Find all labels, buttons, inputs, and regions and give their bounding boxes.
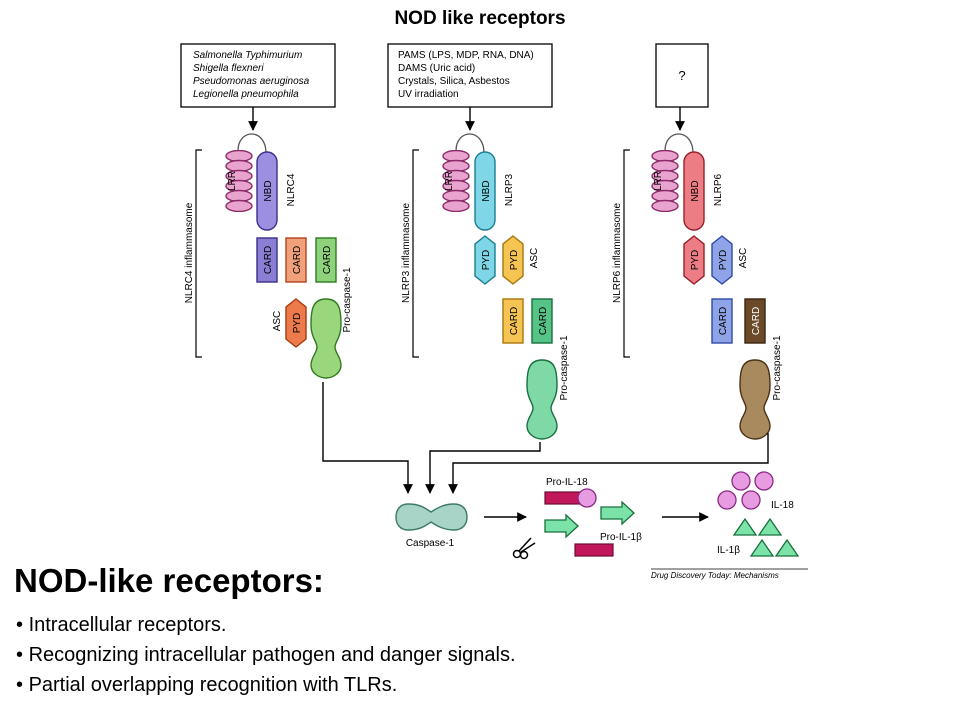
bullet-item: Recognizing intracellular pathogen and d… — [16, 640, 516, 670]
pro-caspase-card — [315, 237, 337, 283]
lrr-label: LRR — [227, 171, 238, 191]
nlrp6-inflammasome-label: NLRP6 inflammasome — [612, 203, 623, 303]
card-label: CARD — [292, 246, 303, 274]
asc-label: ASC — [738, 248, 749, 269]
asc-pyd — [711, 235, 733, 285]
nlrp3-stimuli-box — [387, 43, 553, 108]
card-label: CARD — [718, 307, 729, 335]
nlrc4-hinge — [237, 133, 267, 154]
nlrp6-pro-caspase-1 — [739, 359, 771, 440]
pro-il18-label: Pro-IL-18 — [546, 477, 588, 488]
pro-il1b-label: Pro-IL-1β — [600, 532, 642, 543]
nbd-label: NBD — [690, 180, 701, 201]
nbd-label: NBD — [263, 180, 274, 201]
caspase-processing: Caspase-1 Pro-IL-18 Pro-IL-1β IL-18 — [395, 471, 808, 580]
nlrp3-hinge — [455, 133, 485, 154]
pyd-label: PYD — [481, 250, 492, 271]
nlrc4-stimulus: Legionella pneumophila — [193, 89, 299, 100]
lrr-label: LRR — [653, 171, 664, 191]
nlrp3-pro-caspase-1 — [526, 359, 558, 440]
section-heading: NOD-like receptors: — [14, 562, 324, 599]
pro-il1b-mature-domain — [600, 500, 635, 526]
il18-label: IL-18 — [771, 500, 794, 511]
pro-il18-mature-domain — [577, 488, 597, 508]
nlrc4-inflammasome-label: NLRC4 inflammasome — [184, 202, 195, 303]
asc-label: ASC — [272, 311, 283, 332]
nlrp6-bracket — [623, 149, 630, 358]
asc-card — [285, 237, 307, 283]
card-label: CARD — [509, 307, 520, 335]
il18-molecules — [717, 471, 774, 510]
nlrc4-nbd — [256, 151, 278, 231]
nlrp6-label: NLRP6 — [713, 173, 724, 206]
nlrp6-activation-arrow — [448, 433, 769, 494]
unknown-stimulus: ? — [678, 68, 685, 83]
nlrp3-stimulus: DAMS (Uric acid) — [398, 63, 475, 74]
asc-card — [502, 298, 524, 344]
nlrc4-label: NLRC4 — [286, 173, 297, 206]
nlrp6-nbd — [683, 151, 705, 231]
nlrp3-label: NLRP3 — [504, 173, 515, 206]
nlrp3-stimulus: UV irradiation — [398, 89, 459, 100]
il1b-label: IL-1β — [717, 545, 740, 556]
pro-caspase-label: Pro-caspase-1 — [772, 335, 783, 400]
bullet-list: Intracellular receptors. Recognizing int… — [16, 610, 516, 700]
card-label: CARD — [263, 246, 274, 274]
nlrp3-inflammasome-label: NLRP3 inflammasome — [401, 203, 412, 303]
asc-label: ASC — [529, 248, 540, 269]
nlrp3-nbd — [474, 151, 496, 231]
nlrc4-stimulus: Salmonella Typhimurium — [193, 50, 302, 61]
nbd-label: NBD — [481, 180, 492, 201]
nlrp3-stimulus: Crystals, Silica, Asbestos — [398, 76, 510, 87]
nlrp6-column: ? LRR NBD NLRP6 NLRP6 inflammasome PYD P… — [448, 43, 783, 494]
nlrp3-stimulus: PAMS (LPS, MDP, RNA, DNA) — [398, 50, 534, 61]
bullet-item: Partial overlapping recognition with TLR… — [16, 670, 516, 700]
pro-caspase-card — [531, 298, 553, 344]
nlrc4-stimuli-box — [180, 43, 336, 108]
pro-caspase-label: Pro-caspase-1 — [559, 335, 570, 400]
page-title: NOD like receptors — [394, 8, 566, 29]
scissors-icon — [512, 537, 536, 560]
caspase-label: Caspase-1 — [406, 538, 455, 549]
nlrc4-stimulus: Shigella flexneri — [193, 63, 264, 74]
cleaved-il1b-fragment — [544, 513, 579, 539]
pyd-label: PYD — [509, 250, 520, 271]
nlrp3-bracket — [412, 149, 419, 358]
nlrc4-column: Salmonella Typhimurium Shigella flexneri… — [180, 43, 413, 494]
nlrc4-activation-arrow — [322, 382, 413, 494]
asc-card — [711, 298, 733, 344]
nlrc4-bracket — [195, 149, 202, 358]
pyd-label: PYD — [718, 250, 729, 271]
nlrp3-pyd — [474, 235, 496, 285]
nlrc4-stimulus: Pseudomonas aeruginosa — [193, 76, 310, 87]
nlrp6-stimuli-box — [655, 43, 709, 108]
lrr-label: LRR — [444, 171, 455, 191]
nlrp3-column: PAMS (LPS, MDP, RNA, DNA) DAMS (Uric aci… — [387, 43, 570, 494]
pro-caspase-card — [744, 298, 766, 344]
nlrc4-pro-caspase-1 — [310, 298, 342, 379]
pyd-label: PYD — [292, 313, 303, 334]
asc-pyd — [285, 298, 307, 348]
pro-caspase-label: Pro-caspase-1 — [342, 267, 353, 332]
asc-pyd — [502, 235, 524, 285]
il1b-molecules — [732, 517, 800, 557]
source-credit: Drug Discovery Today: Mechanisms — [651, 571, 779, 580]
card-label: CARD — [751, 307, 762, 335]
bullet-item: Intracellular receptors. — [16, 610, 516, 640]
active-caspase-1 — [395, 503, 468, 531]
nlrp6-pyd — [683, 235, 705, 285]
nlrp3-activation-arrow — [425, 442, 541, 494]
card-label: CARD — [322, 246, 333, 274]
pro-il18-prodomain — [544, 491, 582, 505]
nlrc4-card — [256, 237, 278, 283]
pyd-label: PYD — [690, 250, 701, 271]
card-label: CARD — [538, 307, 549, 335]
nlrp6-hinge — [664, 133, 694, 154]
pro-il1b-prodomain — [574, 543, 614, 557]
